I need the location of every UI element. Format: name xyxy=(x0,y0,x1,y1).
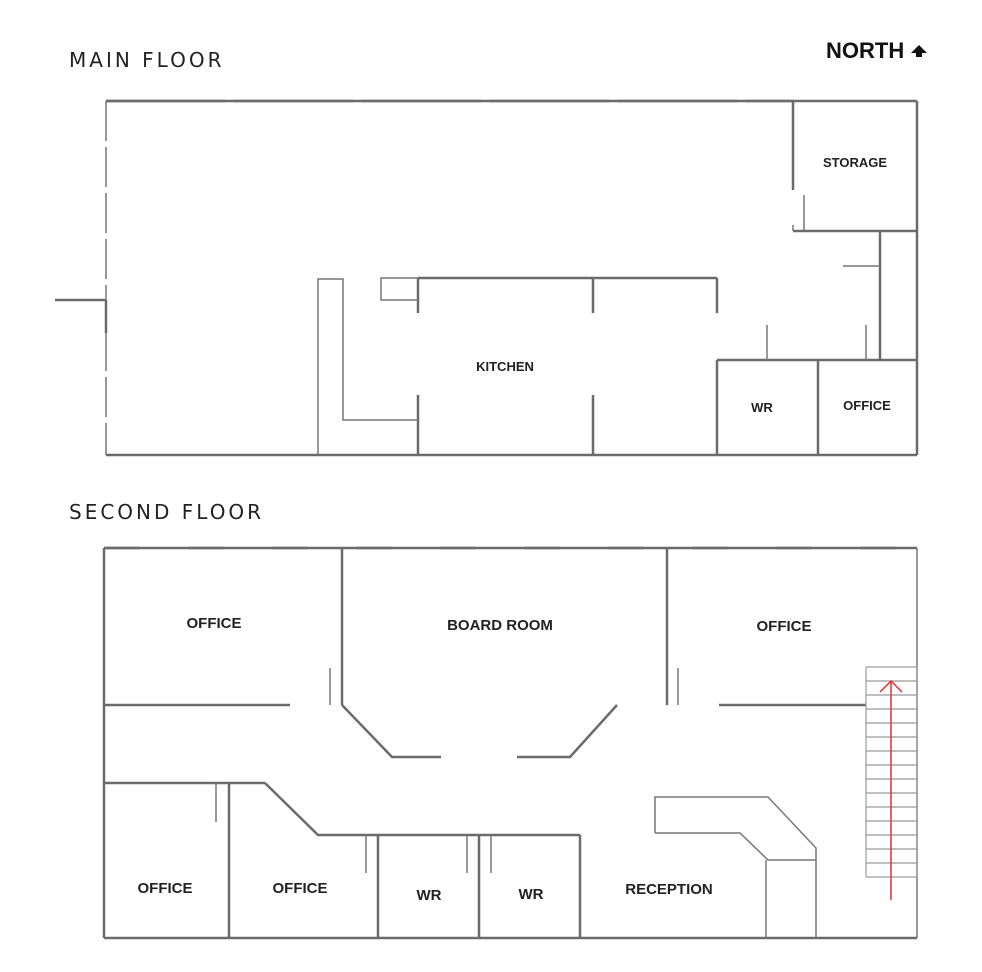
room-label-storage: STORAGE xyxy=(823,155,887,170)
room-label-office-nw: OFFICE xyxy=(187,615,242,632)
main-floor-plan xyxy=(55,99,919,457)
north-indicator: NORTH xyxy=(826,38,928,64)
room-label-main-office: OFFICE xyxy=(843,398,891,413)
second-floor-plan xyxy=(102,546,918,940)
up-arrow-icon xyxy=(911,45,928,57)
room-label-main-wr: WR xyxy=(751,400,773,415)
room-label-board-room: BOARD ROOM xyxy=(447,617,553,634)
room-label-reception: RECEPTION xyxy=(625,881,713,898)
room-label-office-sw2: OFFICE xyxy=(273,880,328,897)
stair-direction-arrow xyxy=(879,679,903,900)
room-label-kitchen: KITCHEN xyxy=(476,359,534,374)
room-label-office-ne: OFFICE xyxy=(757,618,812,635)
second-floor-title: SECOND FLOOR xyxy=(69,500,265,524)
main-floor-title: MAIN FLOOR xyxy=(69,48,225,72)
room-label-wr1: WR xyxy=(417,887,442,904)
north-label: NORTH xyxy=(826,38,905,63)
room-label-wr2: WR xyxy=(519,886,544,903)
room-label-office-sw1: OFFICE xyxy=(138,880,193,897)
